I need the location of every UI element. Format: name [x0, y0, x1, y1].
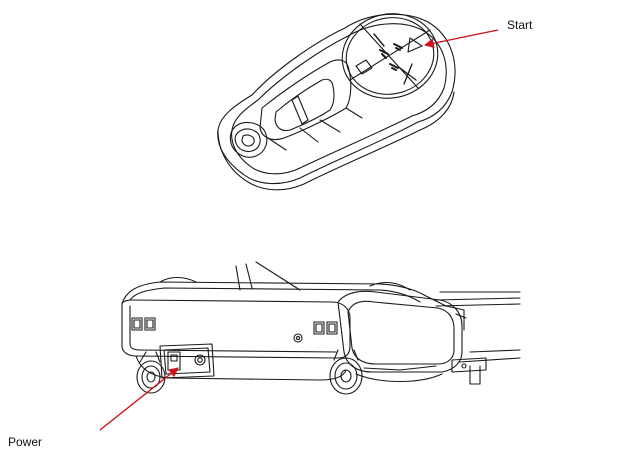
motor-cover-ridge [129, 287, 421, 303]
remote-grip [259, 59, 363, 151]
left-wheel [136, 351, 166, 394]
base-lower-edge [135, 355, 347, 381]
stop-square-icon [355, 59, 373, 75]
keyring-loop [229, 121, 268, 158]
remote-outer-shell [217, 13, 456, 185]
screw-icon [293, 333, 303, 343]
remote-base-edge [217, 91, 455, 191]
key-markings [379, 43, 403, 71]
remote-inner-shell [231, 23, 447, 175]
end-cap [337, 290, 463, 373]
power-socket-icon [194, 354, 206, 366]
minus-icon [373, 33, 385, 47]
start-label: Start [507, 18, 533, 32]
deck-floor-line [459, 349, 521, 363]
callout-arrows [99, 29, 499, 431]
power-arrow [99, 367, 179, 431]
remote-control [217, 13, 456, 191]
right-indicator-windows [313, 321, 338, 335]
right-wheel [329, 349, 363, 395]
base-front-face [121, 299, 351, 359]
foot-bracket [451, 357, 487, 385]
start-arrow [424, 29, 499, 49]
plus-icon [399, 63, 417, 85]
handle-post [235, 261, 301, 291]
play-triangle-icon [407, 37, 423, 53]
deck-rail [435, 291, 521, 307]
power-label: Power [8, 435, 43, 449]
treadmill-base [121, 261, 521, 395]
left-indicator-windows [131, 317, 156, 331]
power-switch-housing [159, 343, 215, 379]
motor-cover-top [121, 281, 447, 307]
